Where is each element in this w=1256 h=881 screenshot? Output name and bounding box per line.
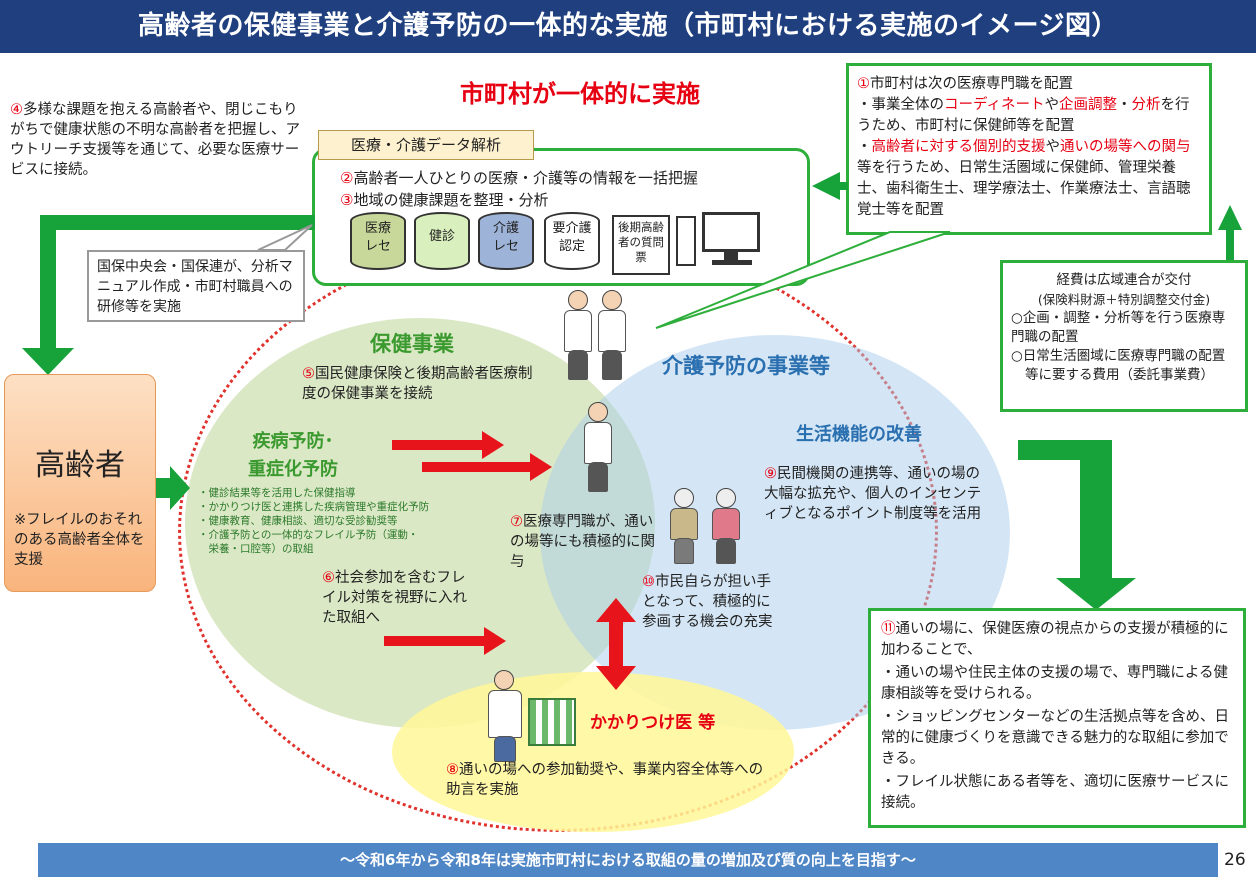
callout-pointer-kokuho	[257, 224, 313, 251]
item-8: ⑧通いの場への参加勧奨や、事業内容全体等への助言を実施	[446, 762, 764, 798]
arrow-elderly-to-hoken	[156, 466, 190, 510]
doctor-circle	[392, 672, 794, 832]
left-note-text: 多様な課題を抱える高齢者や、閉じこもりがちで健康状態の不明な高齢者を把握し、アウ…	[10, 102, 300, 178]
effects-bullet-list: ・通いの場や住民主体の支援の場で、専門職による健康相談等を受けられる。・ショッピ…	[881, 663, 1233, 814]
data-analysis-tag: 医療・介護データ解析	[318, 130, 534, 160]
arrow-to-kaigo	[1018, 440, 1136, 610]
elderly-box	[4, 374, 156, 592]
hoken-bullet: 栄養・口腔等）の取組	[198, 543, 314, 555]
page-title: 高齢者の保健事業と介護予防の一体的な実施（市町村における実施のイメージ図）	[138, 11, 1118, 41]
red-arrow-2	[422, 453, 552, 481]
doctor-title: かかりつけ医 等	[590, 713, 716, 733]
staff-placement-box: ①市町村は次の医療専門職を配置 ・事業全体のコーディネートや企画調整・分析を行う…	[846, 63, 1212, 235]
data-source-1: 医療 レセ	[350, 212, 406, 270]
red-arrow-3	[384, 627, 506, 655]
kokuho-callout: 国保中央会・国保連が、分析マニュアル作成・市町村職員への研修等を実施	[87, 250, 305, 322]
computer-icon	[676, 210, 786, 270]
disease-prevention-title: 疾病予防･ 重症化予防	[248, 431, 338, 480]
nurse-icon	[578, 400, 618, 495]
analysis-line-3: ③地域の健康課題を整理・分析	[340, 191, 549, 209]
arrow-funding-up	[1218, 205, 1242, 260]
elderly-exercise-icon	[664, 488, 748, 566]
effects-bullet: ・フレイル状態にある者等を、適切に医療サービスに接続。	[881, 774, 1229, 811]
center-title: 市町村が一体的に実施	[460, 80, 700, 108]
data-source-2: 健診	[414, 212, 470, 270]
kaigo-title: 介護予防の事業等	[662, 354, 830, 378]
effects-box: ⑪通いの場に、保健医療の視点からの支援が積極的に加わることで、 ・通いの場や住民…	[868, 608, 1246, 828]
questionnaire-doc: 後期高齢者の質問票	[612, 215, 670, 275]
hoken-bullet-list: ・健診結果等を活用した保健指導・かかりつけ医と連携した疾病管理や重症化予防・健康…	[198, 486, 498, 556]
arrow-to-elderly	[22, 215, 315, 375]
double-arrow-vertical	[596, 598, 636, 690]
item-10: ⑩市民自らが担い手となって、積極的に参画する機会の充実	[642, 574, 773, 630]
hoken-desc: ⑤国民健康保険と後期高齢者医療制度の保健事業を接続	[302, 366, 533, 402]
clinic-building-icon	[528, 698, 576, 746]
elderly-title: 高齢者	[35, 448, 125, 483]
kaigo-subtitle: 生活機能の改善	[796, 424, 922, 445]
left-note: ④多様な課題を抱える高齢者や、閉じこもりがちで健康状態の不明な高齢者を把握し、ア…	[10, 100, 300, 180]
arrow-to-analysis	[812, 172, 848, 200]
item-6: ⑥社会参加を含むフレイル対策を視野に入れた取組へ	[322, 570, 467, 626]
hoken-bullet: ・健診結果等を活用した保健指導	[198, 487, 356, 499]
public-health-nurse-icon	[562, 288, 632, 383]
data-source-4: 要介護 認定	[544, 212, 600, 270]
hoken-bullet: ・健康教育、健康相談、適切な受診勧奨等	[198, 515, 398, 527]
hoken-title: 保健事業	[370, 332, 454, 356]
callout-pointer-staff	[655, 231, 951, 329]
title-bar	[0, 0, 1256, 53]
effects-bullet: ・ショッピングセンターなどの生活拠点等を含め、日常的に健康づくりを意識できる魅力…	[881, 709, 1229, 767]
elderly-note: ※フレイルのおそれのある高齢者全体を支援	[14, 512, 145, 568]
red-arrow-1	[392, 431, 504, 459]
item-7: ⑦医療専門職が、通いの場等にも積極的に関与	[510, 514, 655, 570]
item-9: ⑨民間機関の連携等、通いの場の大幅な拡充や、個人のインセンティブとなるポイント制…	[764, 466, 982, 522]
doctor-icon	[482, 668, 526, 764]
funding-box: 経費は広域連合が交付 (保険料財源＋特別調整交付金) ○企画・調整・分析等を行う…	[1000, 260, 1248, 412]
data-source-3: 介護 レセ	[478, 212, 534, 270]
left-note-number: ④	[10, 102, 23, 118]
footer-banner: ～令和6年から令和8年は実施市町村における取組の量の増加及び質の向上を目指す～	[38, 843, 1218, 877]
analysis-line-2: ②高齢者一人ひとりの医療・介護等の情報を一括把握	[340, 169, 699, 187]
hoken-bullet: ・かかりつけ医と連携した疾病管理や重症化予防	[198, 501, 430, 513]
page-number: 26	[1224, 850, 1246, 870]
effects-bullet: ・通いの場や住民主体の支援の場で、専門職による健康相談等を受けられる。	[881, 665, 1228, 702]
hoken-bullet: ・介護予防との一体的なフレイル予防（運動・	[198, 529, 419, 541]
